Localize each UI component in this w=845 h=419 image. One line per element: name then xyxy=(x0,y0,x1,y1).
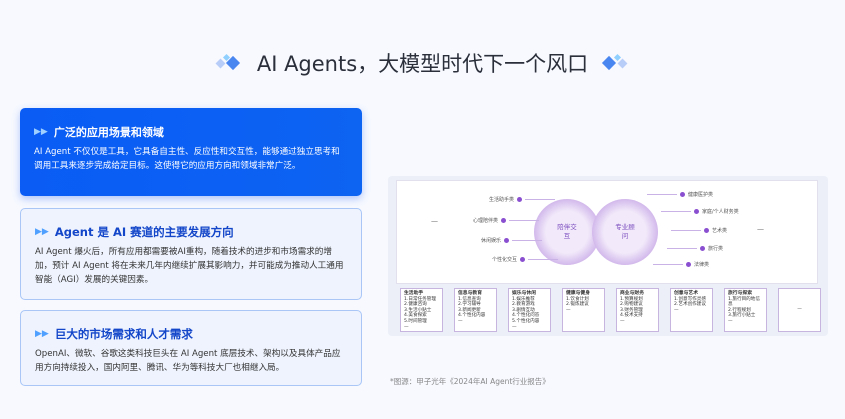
diagram-label: 旅行类 xyxy=(667,245,723,252)
diagram-top-panel: — — 陪伴交互 专业顾问 生活助手类 心理陪伴类 休闲娱乐 个性化交互 健康医… xyxy=(396,180,818,284)
category-item: 1.日常任务管理 xyxy=(404,296,436,302)
play-arrow-icon: ▶▶ xyxy=(34,127,48,137)
category-item: — xyxy=(566,307,571,313)
category-box: — xyxy=(778,288,821,332)
category-item: 1.娱乐推荐 xyxy=(512,296,535,302)
category-item: 4.个性化内容 xyxy=(458,313,486,319)
card-heading: Agent 是 AI 赛道的主要发展方向 xyxy=(54,225,234,239)
diagram-label: 休闲娱乐 xyxy=(481,237,543,244)
diagram-label: 个性化交互 xyxy=(492,256,559,263)
category-title: 健康与健身 xyxy=(566,291,590,296)
category-item: 1.饮食计划 xyxy=(566,296,589,302)
diagram-label: 法律类 xyxy=(653,261,709,268)
diagram-label: 艺术类 xyxy=(671,227,727,234)
category-title: 生活助手 xyxy=(404,291,424,296)
card-development-direction[interactable]: ▶▶ Agent 是 AI 赛道的主要发展方向 AI Agent 爆火后，所有应用… xyxy=(20,208,362,300)
category-item: 5.时间管理 xyxy=(404,318,427,324)
category-item: 2.学习辅导 xyxy=(458,302,481,308)
circle-label: 陪伴交互 xyxy=(557,223,577,240)
category-title: 商业与财务 xyxy=(620,291,644,296)
category-item: 5.个性化内容 xyxy=(512,318,540,324)
category-item: — xyxy=(797,307,802,313)
category-item: — xyxy=(620,318,625,324)
title-text: AI Agents，大模型时代下一个风口 xyxy=(256,52,589,76)
companion-circle: 陪伴交互 xyxy=(534,199,600,265)
category-item: 3.旅行小贴士 xyxy=(728,313,756,319)
card-heading: 广泛的应用场景和领域 xyxy=(53,126,164,139)
category-title: 旅行与探索 xyxy=(728,291,752,296)
advisor-circle: 专业顾问 xyxy=(592,199,658,265)
category-item: 1.预算规划 xyxy=(620,296,643,302)
category-item: — xyxy=(674,307,679,313)
diagram-label: 心理陪伴类 xyxy=(473,217,540,224)
category-title: 信息与教育 xyxy=(458,291,482,296)
play-arrow-icon: ▶▶ xyxy=(35,227,49,237)
card-body: OpenAI、微软、谷歌这类科技巨头在 AI Agent 底层技术、架构以及具体… xyxy=(35,349,341,373)
category-item: 1.旅行目的地信息 xyxy=(728,296,760,308)
diagram-label: 生活助手类 xyxy=(489,196,556,203)
category-title: 创意与艺术 xyxy=(674,291,698,296)
ellipsis: — xyxy=(431,217,438,225)
diamond-decoration-icon xyxy=(215,53,243,71)
agent-application-diagram: — — 陪伴交互 专业顾问 生活助手类 心理陪伴类 休闲娱乐 个性化交互 健康医… xyxy=(388,176,828,336)
card-body: AI Agent 不仅仅是工具，它具备自主性、反应性和交互性，能够通过独立思考和… xyxy=(34,147,340,171)
card-market-demand[interactable]: ▶▶ 巨大的市场需求和人才需求 OpenAI、微软、谷歌这类科技巨头在 AI Ag… xyxy=(20,310,362,386)
card-body: AI Agent 爆火后，所有应用都需要被AI重构，随着技术的进步和市场需求的增… xyxy=(35,247,344,285)
category-item: — xyxy=(458,318,463,324)
category-item: 3.生活小贴士 xyxy=(404,307,432,313)
category-item: 2.行程规划 xyxy=(728,307,751,313)
page-title: AI Agents，大模型时代下一个风口 xyxy=(0,48,845,78)
category-item: 4.技术支持 xyxy=(620,313,643,319)
category-item: 3.财务管理 xyxy=(620,307,643,313)
category-item: 3.剧情互动 xyxy=(512,307,535,313)
play-arrow-icon: ▶▶ xyxy=(35,329,49,339)
card-heading: 巨大的市场需求和人才需求 xyxy=(54,327,193,341)
category-item: 1.信息查询 xyxy=(458,296,481,302)
circle-label: 专业顾问 xyxy=(615,223,635,240)
image-source-caption: *图源：甲子光年《2024年AI Agent行业报告》 xyxy=(390,377,550,386)
category-item: 1.创意写作灵感 xyxy=(674,296,706,302)
category-item: 4.个性化问答 xyxy=(512,313,540,319)
category-item: 2.购物建议 xyxy=(620,302,643,308)
category-item: 2.锻炼建议 xyxy=(566,302,589,308)
diagram-label: 家庭/个人财务类 xyxy=(661,208,739,215)
card-application-scenarios[interactable]: ▶▶ 广泛的应用场景和领域 AI Agent 不仅仅是工具，它具备自主性、反应性和… xyxy=(20,108,362,196)
ellipsis: — xyxy=(757,225,764,233)
category-item: — xyxy=(512,324,517,330)
diagram-label: 健康医护类 xyxy=(647,191,713,198)
category-item: 2.教育游戏 xyxy=(512,302,535,308)
category-item: 2.艺术创作建议 xyxy=(674,302,706,308)
category-item: 2.健康咨询 xyxy=(404,302,427,308)
category-item: 3.新闻更新 xyxy=(458,307,481,313)
category-title: 娱乐与休闲 xyxy=(512,291,536,296)
category-item: — xyxy=(404,324,409,330)
category-item: 4.美食探索 xyxy=(404,313,427,319)
category-item: — xyxy=(728,318,733,324)
diamond-decoration-icon xyxy=(602,53,628,71)
